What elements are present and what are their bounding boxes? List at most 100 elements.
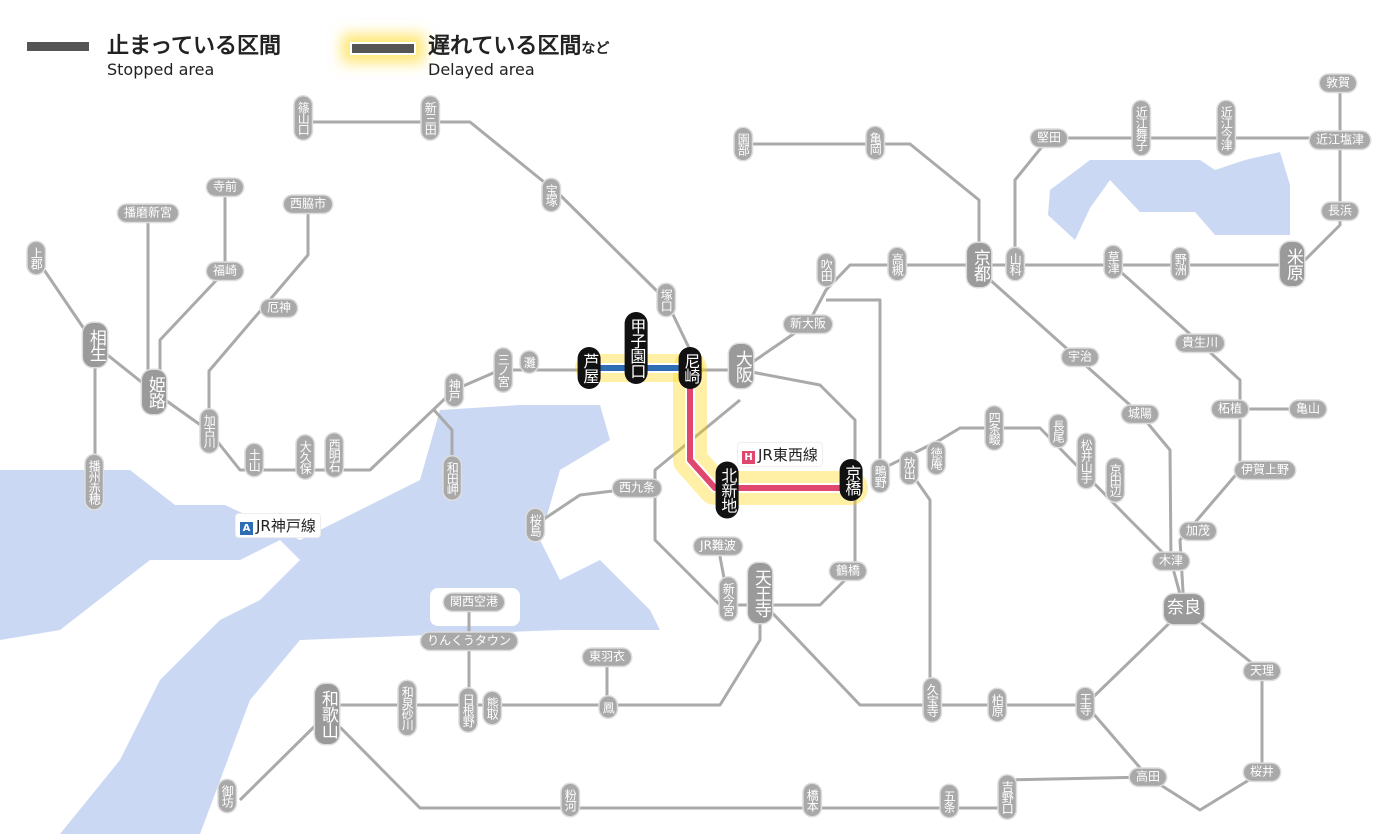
tozai-line-delay	[687, 365, 854, 491]
station-hineno[interactable]: 日根野	[459, 688, 477, 732]
station-kibukawa[interactable]: 貴生川	[1175, 334, 1225, 352]
station-tsuruhashi[interactable]: 鶴橋	[829, 562, 867, 580]
station-tsukaguchi[interactable]: 塚口	[657, 284, 675, 316]
station-fukusaki[interactable]: 福崎	[206, 262, 244, 280]
station-igaueno[interactable]: 伊賀上野	[1234, 461, 1296, 479]
station-sonobe[interactable]: 園部	[734, 128, 752, 160]
station-suita[interactable]: 吹田	[817, 254, 835, 286]
station-yoshinoguchi[interactable]: 吉野口	[998, 775, 1016, 819]
station-omimaiko[interactable]: 近江舞子	[1132, 101, 1150, 155]
station-izumisunagawa[interactable]: 和泉砂川	[398, 681, 416, 735]
legend-stopped-en: Stopped area	[107, 60, 215, 79]
station-kyotanabe[interactable]: 京田辺	[1106, 458, 1124, 502]
station-tsuchiyama[interactable]: 土山	[245, 444, 263, 476]
station-katata[interactable]: 堅田	[1030, 129, 1068, 147]
station-wadamisaki[interactable]: 和田岬	[443, 456, 461, 500]
line-badge-icon: A	[240, 522, 253, 535]
water	[0, 152, 1290, 834]
station-shinimamiya[interactable]: 新今宮	[719, 577, 737, 621]
station-teramae[interactable]: 寺前	[206, 178, 244, 196]
station-aioi[interactable]: 相生	[83, 323, 107, 367]
station-nishiakashi[interactable]: 西明石	[325, 433, 343, 477]
station-nagao[interactable]: 長尾	[1049, 415, 1067, 447]
station-kitashinchi[interactable]: 北新地	[715, 461, 739, 519]
station-yamashina[interactable]: 山科	[1006, 248, 1024, 280]
station-uji[interactable]: 宇治	[1061, 348, 1099, 366]
station-rinkutown[interactable]: りんくうタウン	[421, 632, 517, 650]
station-omishiotsu[interactable]: 近江塩津	[1309, 131, 1371, 149]
station-tsuruga[interactable]: 敦賀	[1319, 74, 1357, 92]
station-otori[interactable]: 鳳	[599, 696, 617, 718]
station-kyuhoji[interactable]: 久宝寺	[923, 678, 941, 722]
station-sasayamaguchi[interactable]: 篠山口	[294, 96, 312, 140]
station-yakujin[interactable]: 厄神	[260, 299, 298, 317]
station-okubo[interactable]: 大久保	[296, 435, 314, 479]
station-banshuako[interactable]: 播州赤穂	[85, 455, 103, 509]
station-takarazuka[interactable]: 宝塚	[542, 179, 560, 211]
station-kokawa[interactable]: 粉河	[561, 784, 579, 816]
station-omiimazu[interactable]: 近江今津	[1217, 101, 1235, 155]
station-kyoto[interactable]: 京都	[967, 243, 991, 287]
station-kashiwara[interactable]: 柏原	[988, 689, 1006, 721]
station-harimashingu[interactable]: 播磨新宮	[117, 204, 179, 222]
station-jrnamba[interactable]: JR難波	[694, 537, 742, 555]
station-shigino[interactable]: 鴫野	[871, 460, 889, 492]
station-kamigori[interactable]: 上郡	[27, 242, 45, 274]
station-osaka[interactable]: 大阪	[729, 344, 753, 388]
station-hanaten[interactable]: 放出	[900, 452, 918, 484]
delayed-legend-swatch	[350, 42, 416, 55]
station-matsuiyamate[interactable]: 松井山手	[1077, 434, 1095, 488]
station-wakayama[interactable]: 和歌山	[315, 684, 339, 744]
station-oji[interactable]: 王寺	[1076, 688, 1094, 720]
line-name: JR神戸線	[256, 517, 316, 535]
station-nishiwakishi[interactable]: 西脇市	[283, 195, 333, 213]
station-himeji[interactable]: 姫路	[142, 370, 166, 414]
station-takada[interactable]: 高田	[1129, 768, 1167, 786]
station-gojo[interactable]: 五条	[940, 785, 958, 817]
station-kusatsu[interactable]: 草津	[1104, 246, 1122, 278]
station-kyobashi[interactable]: 京橋	[839, 459, 863, 501]
station-tenri[interactable]: 天理	[1243, 662, 1281, 680]
legend-delayed-en: Delayed area	[428, 60, 535, 79]
station-shinosaka[interactable]: 新大阪	[783, 315, 833, 333]
station-nagahama[interactable]: 長浜	[1321, 202, 1359, 220]
station-tennoji[interactable]: 天王寺	[748, 563, 772, 623]
line-name: JR東西線	[758, 446, 818, 464]
station-kobe[interactable]: 神戸	[445, 374, 463, 406]
station-kansaiairport[interactable]: 関西空港	[443, 593, 505, 611]
station-shinsanda[interactable]: 新三田	[421, 96, 439, 140]
station-gobo[interactable]: 御坊	[218, 780, 236, 812]
legend-delayed: 遅れている区間など Delayed area	[428, 28, 609, 79]
station-kameoka[interactable]: 亀岡	[866, 127, 884, 159]
legend-stopped: 止まっている区間 Stopped area	[107, 28, 281, 79]
station-kameyama[interactable]: 亀山	[1289, 400, 1327, 418]
station-amagasaki[interactable]: 尼崎	[678, 347, 702, 389]
line-badge-icon: H	[742, 451, 755, 464]
station-higashihagoromo[interactable]: 東羽衣	[582, 648, 632, 666]
station-kamo[interactable]: 加茂	[1179, 522, 1217, 540]
station-nada[interactable]: 灘	[520, 351, 538, 373]
station-takatsuki[interactable]: 高槻	[888, 248, 906, 280]
station-koshienguchi[interactable]: 甲子園口	[624, 312, 648, 384]
station-tokuan[interactable]: 徳庵	[927, 442, 945, 474]
stopped-legend-swatch	[27, 42, 89, 51]
station-sannomiya[interactable]: 三ノ宮	[494, 348, 512, 392]
station-nara[interactable]: 奈良	[1164, 594, 1204, 624]
station-tsuge[interactable]: 柘植	[1211, 400, 1249, 418]
station-kakogawa[interactable]: 加古川	[200, 409, 218, 453]
station-maibara[interactable]: 米原	[1280, 242, 1304, 286]
station-joyo[interactable]: 城陽	[1121, 405, 1159, 423]
station-sakurai[interactable]: 桜井	[1243, 763, 1281, 781]
station-ashiya[interactable]: 芦屋	[577, 347, 601, 389]
legend-delayed-jp: 遅れている区間	[428, 34, 582, 59]
station-hashimoto[interactable]: 橋本	[803, 784, 821, 816]
station-nishikujo[interactable]: 西九条	[612, 479, 662, 497]
station-shijonawate[interactable]: 四条畷	[985, 406, 1003, 450]
station-yasu[interactable]: 野洲	[1171, 248, 1189, 280]
station-sakurajima[interactable]: 桜島	[526, 509, 544, 541]
station-kumatori[interactable]: 熊取	[483, 692, 501, 724]
station-kizu[interactable]: 木津	[1152, 552, 1190, 570]
